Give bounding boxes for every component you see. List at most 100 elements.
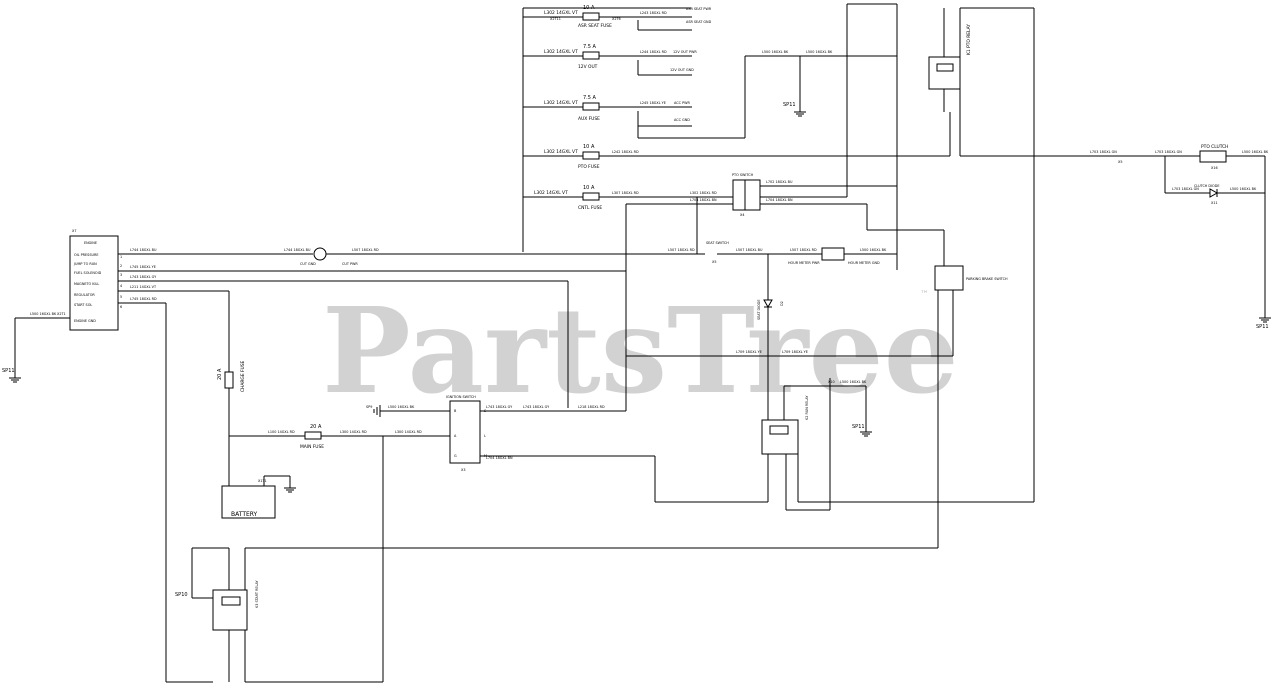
fuse-name: PTO FUSE [578,164,600,170]
wire-label: L302 14GXL VT [544,100,578,106]
splice-label: SP11 [852,424,865,430]
fuse-symbol [304,431,322,440]
fuse-12v-out: L302 14GXL VT 7.5 A 12V OUT L244 18GXL R… [523,44,697,76]
wire-label: L743 18GXL GY [130,275,157,279]
wire-label: L745 18GXL RD [130,297,157,301]
wire-label: L100 14GXL RD [268,430,295,434]
wire-label: L703 18GXL GN [1155,150,1182,154]
splice-label: SP11 [2,368,15,374]
wire-label: L302 14GXL VT [544,10,578,16]
wire-label: L507 18GXL RD [790,248,817,252]
wire-label: L743 18GXL GY [486,405,513,409]
engine-block: X7 ENGINE OIL PRESSURE JUMP TO RUN FUEL … [69,229,122,331]
fuse-name: CNTL FUSE [578,205,602,211]
component-label: PARKING BRAKE SWITCH [966,277,1008,281]
wire-label: L300 14GXL RD [395,430,422,434]
connector-label: X3 [461,468,465,472]
fuse-name: ASR SEAT FUSE [578,23,612,29]
pin-letter: L [484,434,486,438]
connector-label: X16 [1211,166,1218,170]
watermark: PartsTree [322,281,959,420]
fuse-symbol [582,192,600,201]
wire-label: L703 18GXL GN [1090,150,1117,154]
component-label: HOUR METER PWR [788,261,820,265]
switch-box [934,265,964,291]
wire-label: L500 16GXL BK [806,50,833,54]
fuse-symbol [582,12,600,21]
switch-box [449,400,481,464]
connector-label: X10 [828,380,835,384]
relay-box [761,419,799,455]
diode-symbol [763,299,773,309]
node-labels: X2T11 X2T6 X5 [550,17,1122,164]
fuse-name: CHARGE FUSE [240,360,246,392]
splice-label: SP11 [783,102,796,108]
ground-label: 12V OUT GND [670,68,694,72]
wire-label: L500 16GXL BK [840,380,867,384]
wire-label: L500 16GXL BK [30,312,57,316]
wire-label: L703 18GXL GN [1172,187,1199,191]
fuse-symbol [582,102,600,111]
component-label: CUT GND [300,262,316,266]
wire-label: L500 16GXL BK [762,50,789,54]
wire-label: L245 18GXL YE [640,101,666,105]
fuse-asr-seat: L302 14GXL VT 10 A ASR SEAT FUSE L243 18… [523,5,712,31]
wire-label: L307 18GXL RD [612,191,639,195]
relay-label: K2 RUN RELAY [805,395,809,420]
wire-label: L302 14GXL VT [544,49,578,55]
fuse-symbol [582,151,600,160]
pin-num: 3 [120,273,122,277]
fuse-amps: 20 A [217,368,223,380]
run-relay: SEAT DIODE D2 SP11 K2 RUN RELAY X10 L500… [757,7,1035,511]
wire-label: L507 18GXL RD [352,248,379,252]
wire-label: L702 18GXL BU [766,180,793,184]
component-label: PTO CLUTCH [1201,144,1228,150]
output-label: ACC PWR [674,101,690,105]
fuse-pto: L302 14GXL VT 10 A PTO FUSE L242 18GXL R… [523,112,951,170]
component-label: CLUTCH DIODE [1194,184,1219,188]
output-label: 12V OUT PWR [673,50,697,54]
pin-num: 1 [120,255,122,259]
wire-label: L745 18GXL YE [130,265,156,269]
pin-num: 4 [120,284,122,288]
wire-label: L704 18GXL BN [766,198,793,202]
component-label: SEAT SWITCH [706,241,729,245]
connector-label: X5 [712,260,716,264]
wire-label: L507 18GXL RD [668,248,695,252]
switch-box [732,179,761,211]
fuse-amps: 10 A [583,185,595,191]
charge-fuse: 20 A CHARGE FUSE [217,291,246,486]
fuse-name: 12V OUT [578,64,598,70]
pin-letter: S [484,409,486,413]
pto-clutch: PTO CLUTCH X16 CLUTCH DIODE X11 L703 18G… [1090,144,1271,330]
fuse-amps: 7.5 A [583,44,597,50]
fuse-cntl: L302 14GXL VT 10 A CNTL FUSE L307 18GXL … [523,185,733,211]
engine-pin: REGULATOR [74,293,95,297]
pto-switch: PTO SWITCH X4 L702 18GXL BU L704 18GXL B… [625,173,897,356]
wire-label: L302 18GXL RD [690,191,717,195]
start-relay: SP10 K3 START RELAY [175,290,939,682]
pin-num: 6 [120,305,122,309]
splice-label: SP10 [175,592,188,598]
engine-box [69,235,119,331]
connector-label: X4 [740,213,744,217]
pin-letter: A [454,434,457,438]
pin-letter: B [454,409,457,413]
wire-label: L500 16GXL BK [1230,187,1257,191]
wire-label: L704 18GXL BN [690,198,717,202]
splice-label: SP11 [1256,324,1269,330]
ground-label: ACC GND [674,118,690,122]
ground-label: ASR SEAT GND [686,20,712,24]
wire-label: L709 18GXL YE [736,350,762,354]
wire-label: L218 18GXL RD [578,405,605,409]
ground-sp11-top: SP11 L500 16GXL BK L500 16GXL BK [637,50,897,139]
pto-relay: K1 PTO RELAY [760,3,1120,270]
fuse-amps: 7.5 A [583,95,597,101]
wire-label: L744 18GXL BU [130,248,157,252]
wire-label: L302 14GXL VT [544,149,578,155]
battery-label: BATTERY [231,511,258,518]
component-label: PTO SWITCH [732,173,754,177]
pin-letter: G [454,454,457,458]
relay-coil [769,425,789,435]
fuse-name: MAIN FUSE [300,444,324,450]
